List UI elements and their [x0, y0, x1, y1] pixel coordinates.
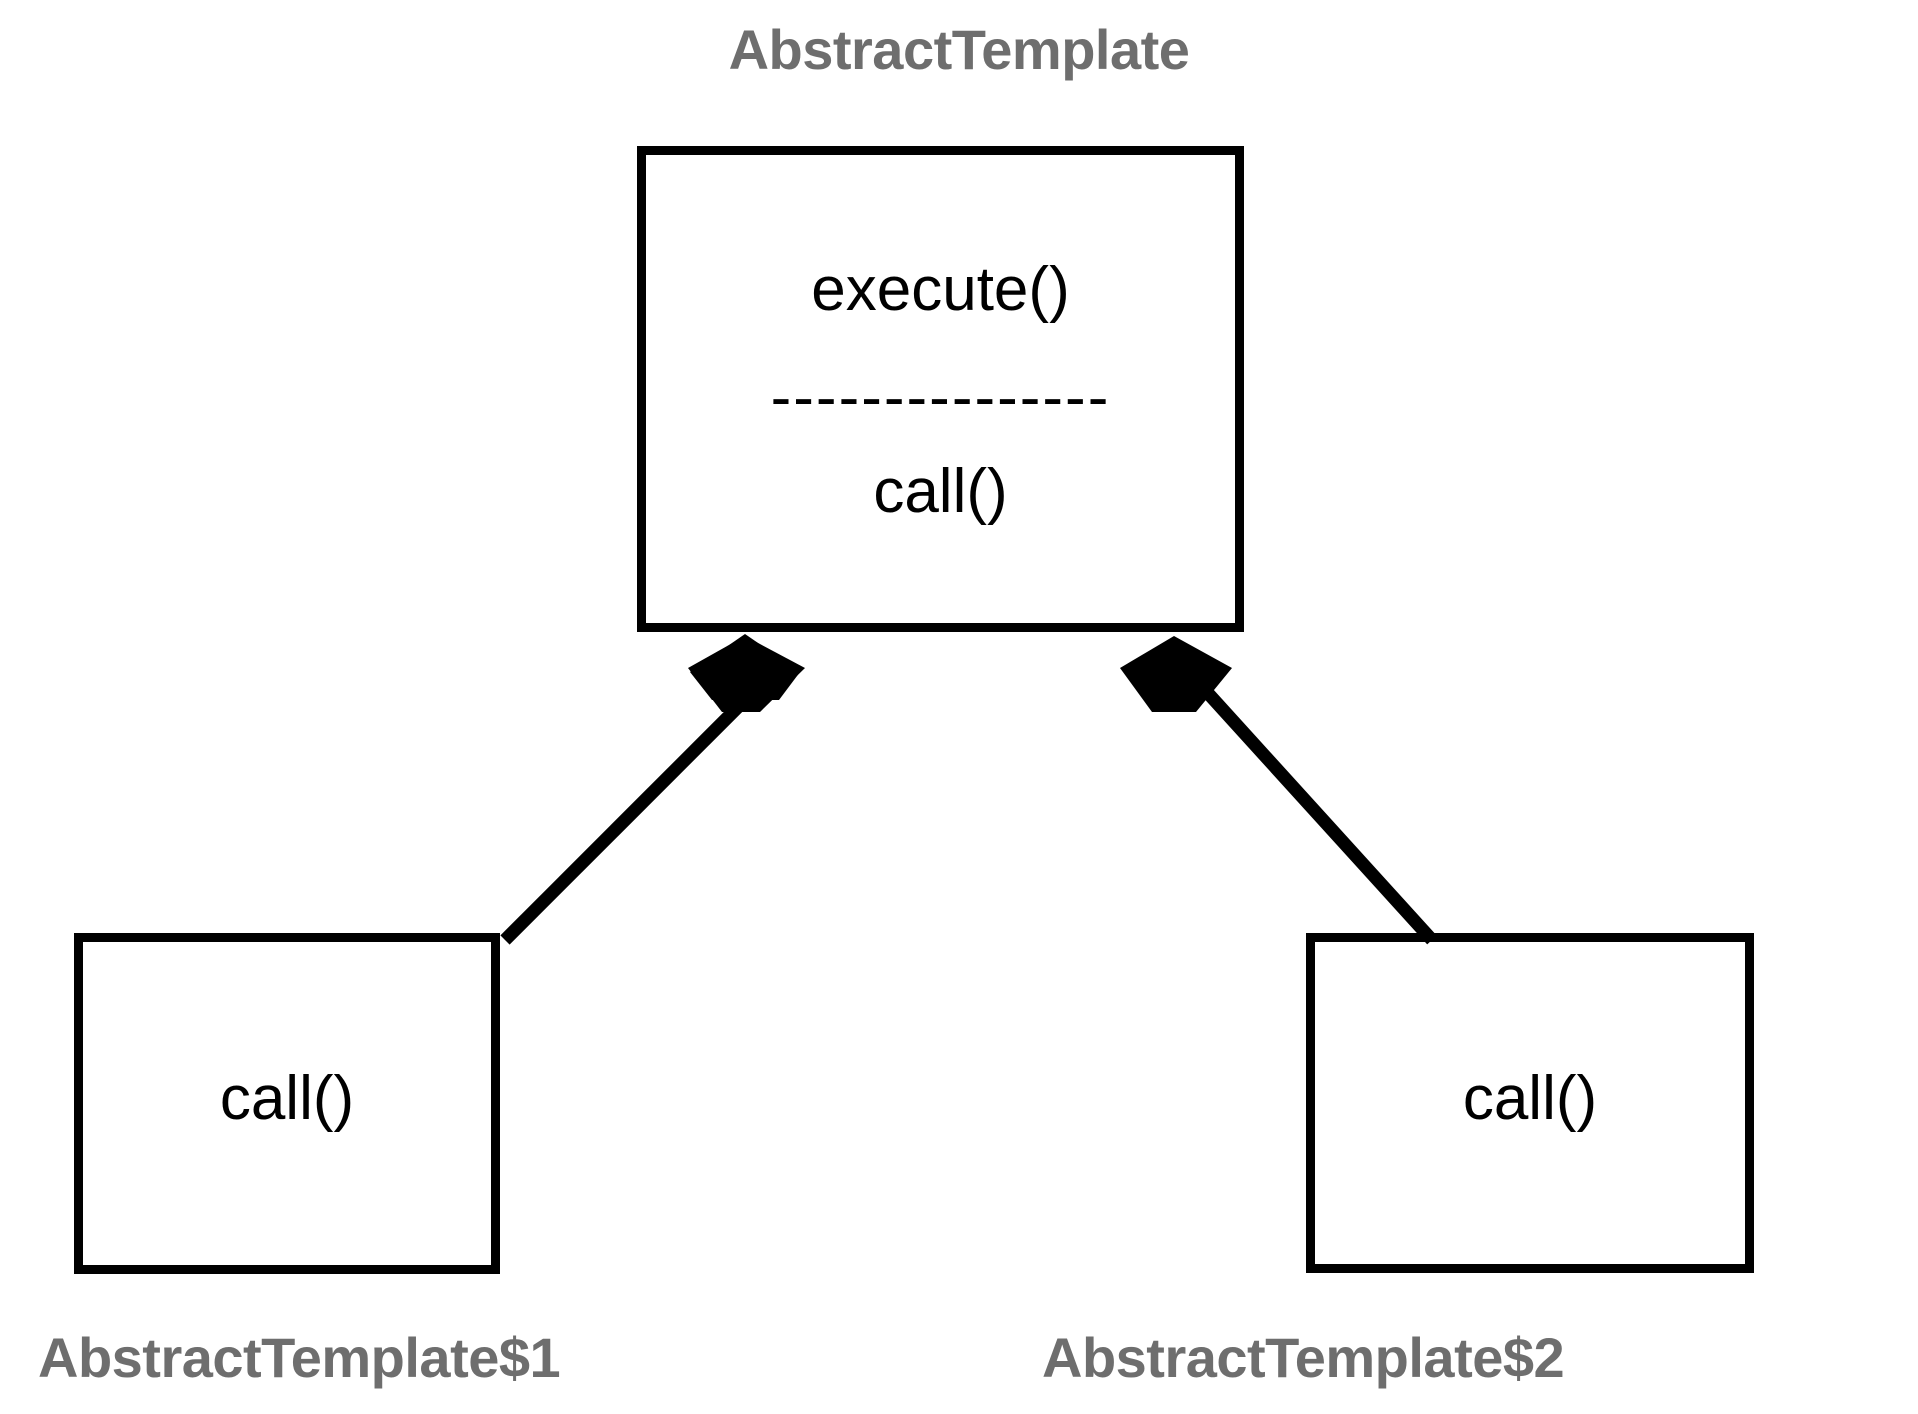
class-box-abstract-template[interactable]: execute() --------------- call() [637, 146, 1244, 632]
class-label-abstract-template: AbstractTemplate [728, 18, 1190, 81]
member-call-abstract-template: call() [873, 457, 1008, 526]
generalization-arrow-right-head-base [1120, 668, 1232, 712]
generalization-arrow-left-shaft [500, 675, 770, 945]
generalization-arrow-right [1120, 636, 1437, 945]
generalization-arrow-right-shaft [1191, 675, 1437, 945]
generalization-arrow-right-head-top [1120, 636, 1232, 668]
generalization-arrow-left-head [690, 634, 800, 700]
class-label-abstract-template-1: AbstractTemplate$1 [38, 1326, 561, 1389]
generalization-arrow-left-head-top [688, 636, 805, 668]
member-call-abstract-template-2: call() [1462, 1064, 1598, 1133]
class-box-abstract-template-1[interactable]: call() [74, 933, 500, 1274]
member-separator-dashed: --------------- [770, 367, 1111, 429]
generalization-arrow-left-head-base [688, 668, 805, 712]
class-box-abstract-template-2[interactable]: call() [1306, 933, 1754, 1273]
member-call-abstract-template-1: call() [219, 1064, 355, 1133]
member-execute: execute() [811, 255, 1070, 324]
class-label-abstract-template-2: AbstractTemplate$2 [1042, 1326, 1565, 1389]
generalization-arrow-left [500, 634, 805, 945]
